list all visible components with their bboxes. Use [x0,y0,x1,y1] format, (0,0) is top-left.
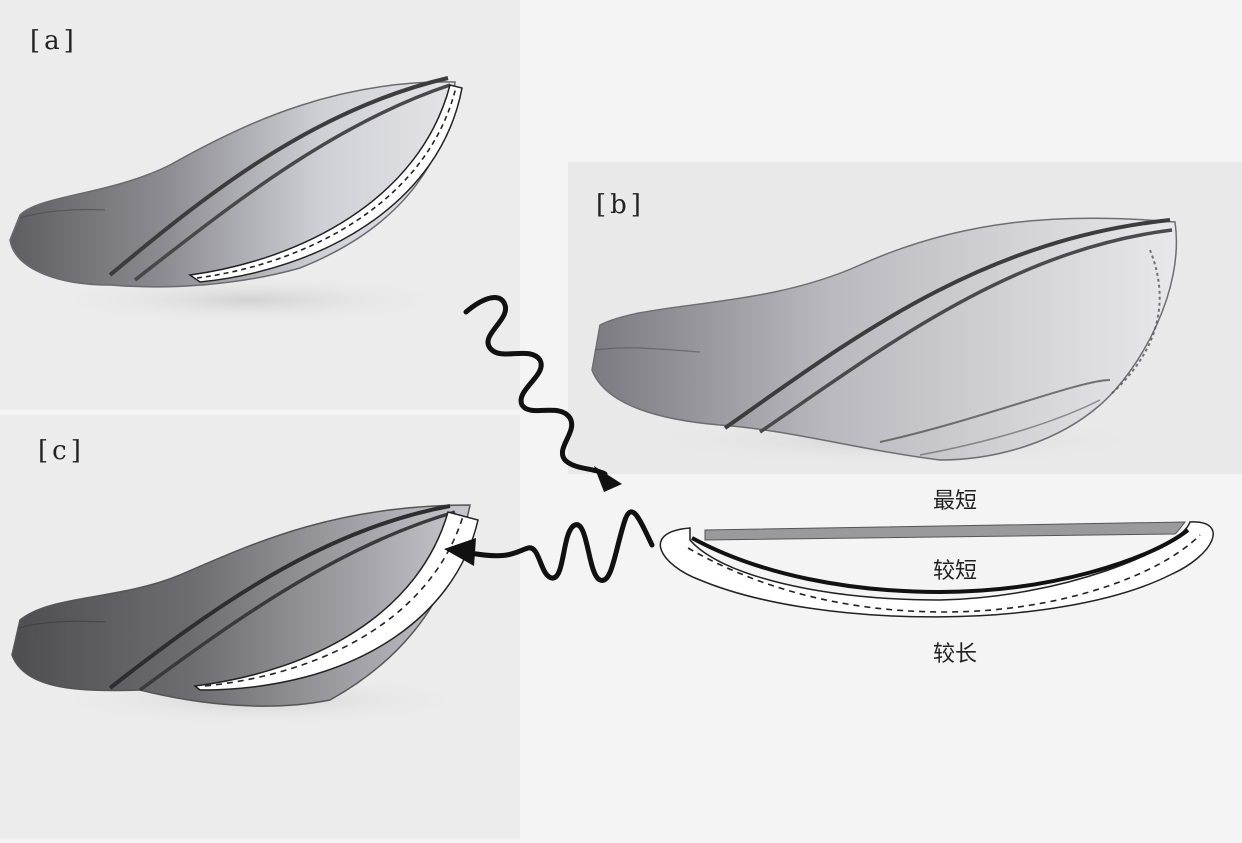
wavy-arrow-2-line [467,509,655,583]
layer-label-longer: 较长 [933,642,978,667]
panel-a-label: [a] [30,26,78,56]
leaf-b-vein-2 [759,228,1173,434]
cross-section-solid-line [691,528,1190,595]
wavy-arrow-to-section [463,294,622,492]
leaf-c-vein-1 [108,504,451,690]
panel-a-leaf [9,76,480,328]
panel-c-label: [c] [38,436,85,466]
leaf-a-vein-2 [133,83,451,282]
leaf-a-vein-1 [108,76,449,277]
panel-c-leaf [11,504,500,730]
cross-section-outer-strip [659,521,1214,618]
panel-b-leaf [591,217,1200,470]
layer-label-shorter: 较短 [933,559,978,584]
cross-section-top-layer [704,521,1187,541]
leaf-b-vein-1 [723,218,1171,430]
leaf-c-dashed-line [204,515,464,687]
panel-b-label: [b] [596,190,645,220]
wavy-arrow-to-panel-c [444,509,655,583]
layer-label-shortest: 最短 [933,489,978,514]
cross-section-diagram [659,521,1214,618]
leaf-c-vein-2 [138,510,456,692]
leaf-a-strip [188,84,463,283]
wavy-arrow-2-head [444,538,476,566]
cross-section-dashed-line [687,534,1201,613]
wavy-arrow-1-head [594,466,622,492]
wavy-arrow-1-line [463,294,608,477]
leaf-c-strip [193,511,479,691]
